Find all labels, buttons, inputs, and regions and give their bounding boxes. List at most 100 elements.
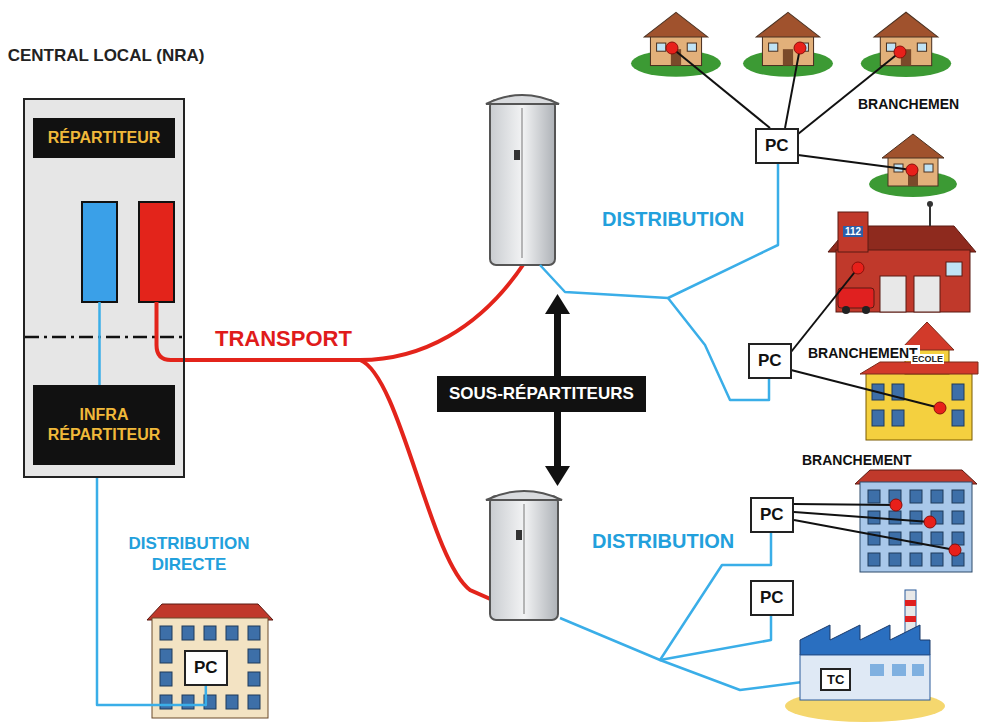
connection-label: BRANCHEMEN [856, 96, 961, 112]
fire-station-icon [946, 262, 962, 276]
sub-distributor-cabinet [486, 491, 562, 620]
window [160, 626, 260, 709]
segment-label: DISTRIBUTION [600, 208, 746, 231]
factory-icon [892, 664, 906, 676]
sub-distributor-cabinet [490, 100, 555, 265]
subscriber-point [949, 544, 961, 556]
terminal-box: TC [820, 668, 851, 691]
window [160, 626, 172, 640]
subscriber-point [890, 499, 902, 511]
window [868, 490, 880, 503]
frame-bar [139, 202, 174, 302]
connection-label: BRANCHEMENT [806, 345, 920, 361]
subscriber-point [852, 262, 864, 274]
double-arrow [545, 466, 570, 486]
segment-label: DISTRIBUTION DIRECTE [104, 533, 274, 575]
distribution-frame-band: RÉPARTITEUR [33, 118, 175, 158]
school-icon [866, 372, 972, 440]
window [248, 672, 260, 686]
school-icon [860, 322, 978, 440]
house-icon [861, 12, 951, 77]
distribution-line [660, 616, 771, 660]
sub-distributor-cabinet [490, 496, 558, 620]
connection-label: BRANCHEMENT [800, 452, 914, 468]
house-icon [631, 12, 721, 76]
connection-point-box: PC [748, 343, 792, 379]
window [868, 490, 964, 566]
drop-line [672, 48, 955, 550]
infra-frame-bar [82, 202, 117, 302]
window [182, 695, 194, 709]
window [889, 553, 901, 566]
window [160, 695, 172, 709]
window [868, 553, 880, 566]
fire-station-icon [862, 306, 870, 314]
drop-line [785, 48, 800, 128]
fire-station-icon [838, 212, 868, 252]
segment-label: TRANSPORT [215, 326, 352, 352]
emergency-number: 112 [843, 226, 863, 237]
factory-icon [870, 664, 884, 676]
drop-line [794, 504, 896, 505]
window [872, 384, 964, 426]
house-icon [743, 12, 833, 76]
office-heading: CENTRAL LOCAL (NRA) [7, 46, 205, 66]
node-text: PC [760, 505, 784, 525]
fire-station-icon [838, 288, 874, 308]
sub-distributor-cabinet [486, 95, 559, 104]
factory-icon [905, 600, 916, 606]
distribution-line [540, 164, 818, 690]
factory-icon [912, 664, 924, 676]
sub-distributor-cabinet [514, 150, 520, 160]
drop-line [798, 52, 900, 134]
window [931, 553, 943, 566]
fire-station-icon [842, 306, 850, 314]
window [889, 511, 901, 524]
connection-point-box: PC [750, 580, 794, 616]
drop-line [798, 155, 912, 170]
node-text: TC [827, 672, 844, 687]
double-arrow [545, 294, 570, 314]
window [910, 553, 922, 566]
fire-station-icon [929, 206, 931, 226]
sub-distributor-cabinet [486, 95, 559, 265]
fire-station-icon [880, 276, 906, 312]
fire-station-icon [914, 276, 940, 312]
factory-icon [905, 616, 916, 622]
school-sign: ECOLE [911, 354, 944, 364]
dash-dot-divider [25, 336, 183, 339]
sub-distributor-cabinet [516, 530, 522, 540]
drop-line [791, 370, 940, 408]
window [931, 532, 943, 545]
drop-line [791, 268, 858, 352]
window [226, 695, 238, 709]
window [872, 410, 884, 426]
window [952, 532, 964, 545]
apartment-building-icon [147, 604, 273, 718]
apartment-building-icon [860, 482, 972, 572]
distribution-frame-band: INFRA RÉPARTITEUR [33, 385, 175, 465]
subscriber-point [666, 42, 678, 54]
fire-station-icon [836, 250, 970, 312]
subscriber-point [934, 402, 946, 414]
drop-line [794, 512, 930, 522]
segment-label: DISTRIBUTION [590, 530, 736, 553]
fire-station-icon [828, 201, 976, 314]
distribution-line [540, 164, 778, 298]
window [952, 511, 964, 524]
window [248, 695, 260, 709]
sub-distributor-cabinet [524, 504, 525, 614]
node-text: SOUS-RÉPARTITEURS [449, 384, 634, 404]
subscriber-point [924, 516, 936, 528]
distribution-line [660, 660, 818, 690]
window [952, 410, 964, 426]
subscriber-point [906, 164, 918, 176]
transport-line [185, 262, 525, 360]
node-text: PC [760, 588, 784, 608]
window [931, 490, 943, 503]
connection-point-box: PC [184, 650, 228, 686]
window [952, 384, 964, 400]
sub-distributor-cabinet [486, 491, 562, 500]
fire-station-icon [927, 201, 933, 207]
